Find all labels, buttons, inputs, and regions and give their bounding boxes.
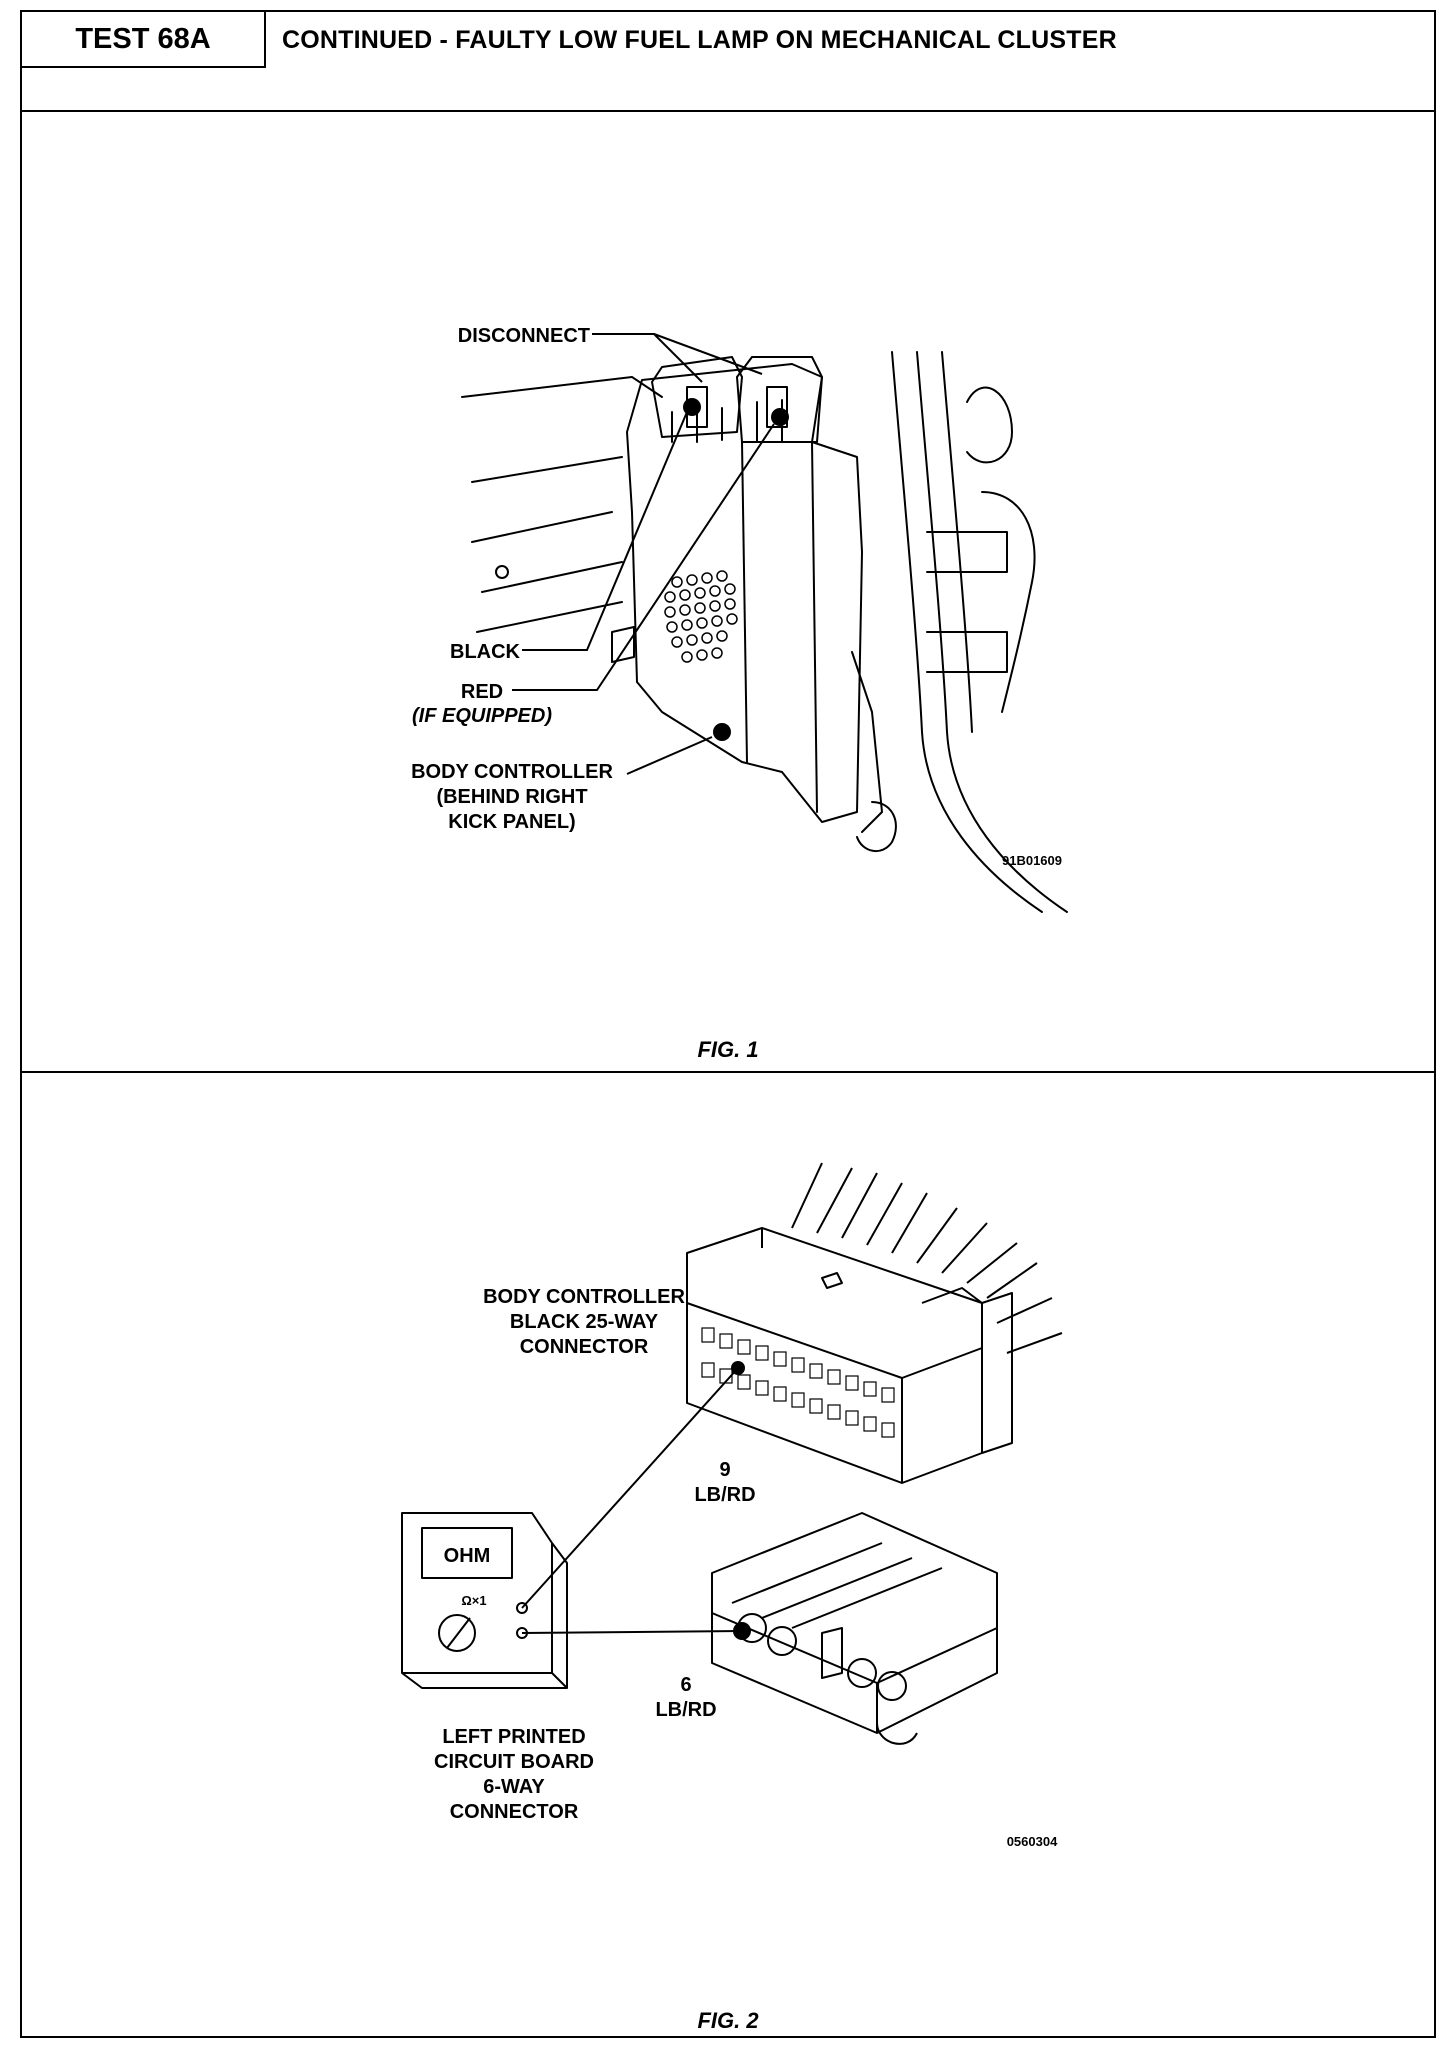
figure-1-code: 91B01609 <box>1002 853 1062 868</box>
label-pin-6-wire: LB/RD <box>655 1699 716 1721</box>
figure-1-panel: DISCONNECT BLACK RED (IF EQUIPPED) BODY … <box>22 112 1434 1073</box>
small-fastener <box>495 565 509 579</box>
6-way-connector-outline <box>711 1512 998 1734</box>
black-leader <box>522 411 688 651</box>
figure-2-panel: BODY CONTROLLER BLACK 25-WAY CONNECTOR 9… <box>22 1073 1434 2036</box>
multimeter-jack-1 <box>516 1602 528 1614</box>
label-pin-9-number: 9 <box>719 1459 730 1481</box>
black-connector-dot <box>683 398 701 416</box>
controller-vent-holes <box>664 570 738 663</box>
black-connector-shape <box>651 356 743 438</box>
connector-wires <box>791 1162 1063 1354</box>
label-disconnect: DISCONNECT <box>458 325 590 347</box>
service-manual-page: TEST 68A CONTINUED - FAULTY LOW FUEL LAM… <box>20 10 1436 2038</box>
mount-bolt <box>856 801 897 852</box>
red-leader <box>512 423 775 691</box>
figure-1-illustration: DISCONNECT BLACK RED (IF EQUIPPED) BODY … <box>411 325 1068 913</box>
label-body-controller-line3: KICK PANEL) <box>448 811 575 833</box>
test-number-box: TEST 68A <box>22 12 266 68</box>
figure-1-caption: FIG. 1 <box>697 1037 759 1062</box>
label-pin-9-wire: LB/RD <box>694 1484 755 1506</box>
label-black: BLACK <box>450 641 521 663</box>
label-pin-6-number: 6 <box>680 1674 691 1696</box>
body-controller-outline <box>626 363 863 823</box>
test-title: CONTINUED - FAULTY LOW FUEL LAMP ON MECH… <box>282 26 1117 54</box>
red-connector-dot <box>771 408 789 426</box>
multimeter-display-text: OHM <box>444 1545 491 1567</box>
page-header: TEST 68A CONTINUED - FAULTY LOW FUEL LAM… <box>22 12 1434 112</box>
multimeter-display <box>421 1527 513 1579</box>
figure-2-caption: FIG. 2 <box>697 2008 759 2033</box>
multimeter-range-text: Ω×1 <box>461 1593 486 1608</box>
label-pcb-line1: LEFT PRINTED <box>442 1726 585 1748</box>
label-red: RED <box>461 681 503 703</box>
label-if-equipped: (IF EQUIPPED) <box>412 705 552 727</box>
body-controller-leader <box>626 736 713 775</box>
figure-2-code: 0560304 <box>1007 1834 1058 1849</box>
label-bc-line2: BLACK 25-WAY <box>510 1311 659 1333</box>
multimeter-body <box>401 1512 553 1674</box>
25-way-cavities <box>701 1327 895 1438</box>
probe-lead-pin-6 <box>521 1630 743 1634</box>
figure-2-illustration: BODY CONTROLLER BLACK 25-WAY CONNECTOR 9… <box>401 1162 1063 1849</box>
label-body-controller-line1: BODY CONTROLLER <box>411 761 613 783</box>
red-connector-shape <box>736 356 823 443</box>
label-body-controller-line2: (BEHIND RIGHT <box>436 786 587 808</box>
dash-edge-upper <box>461 376 663 398</box>
probe-lead-pin-9 <box>521 1367 739 1609</box>
label-pcb-line3: 6-WAY <box>483 1776 545 1798</box>
label-pcb-line2: CIRCUIT BOARD <box>434 1751 594 1773</box>
harness-clip <box>966 386 1013 464</box>
label-bc-line1: BODY CONTROLLER <box>483 1286 685 1308</box>
label-pcb-line4: CONNECTOR <box>450 1801 579 1823</box>
multimeter-dial <box>438 1614 476 1652</box>
body-controller-dot <box>713 723 731 741</box>
disconnect-leader-b <box>653 333 763 375</box>
dash-edge-mid <box>471 456 623 483</box>
label-bc-line3: CONNECTOR <box>520 1336 649 1358</box>
